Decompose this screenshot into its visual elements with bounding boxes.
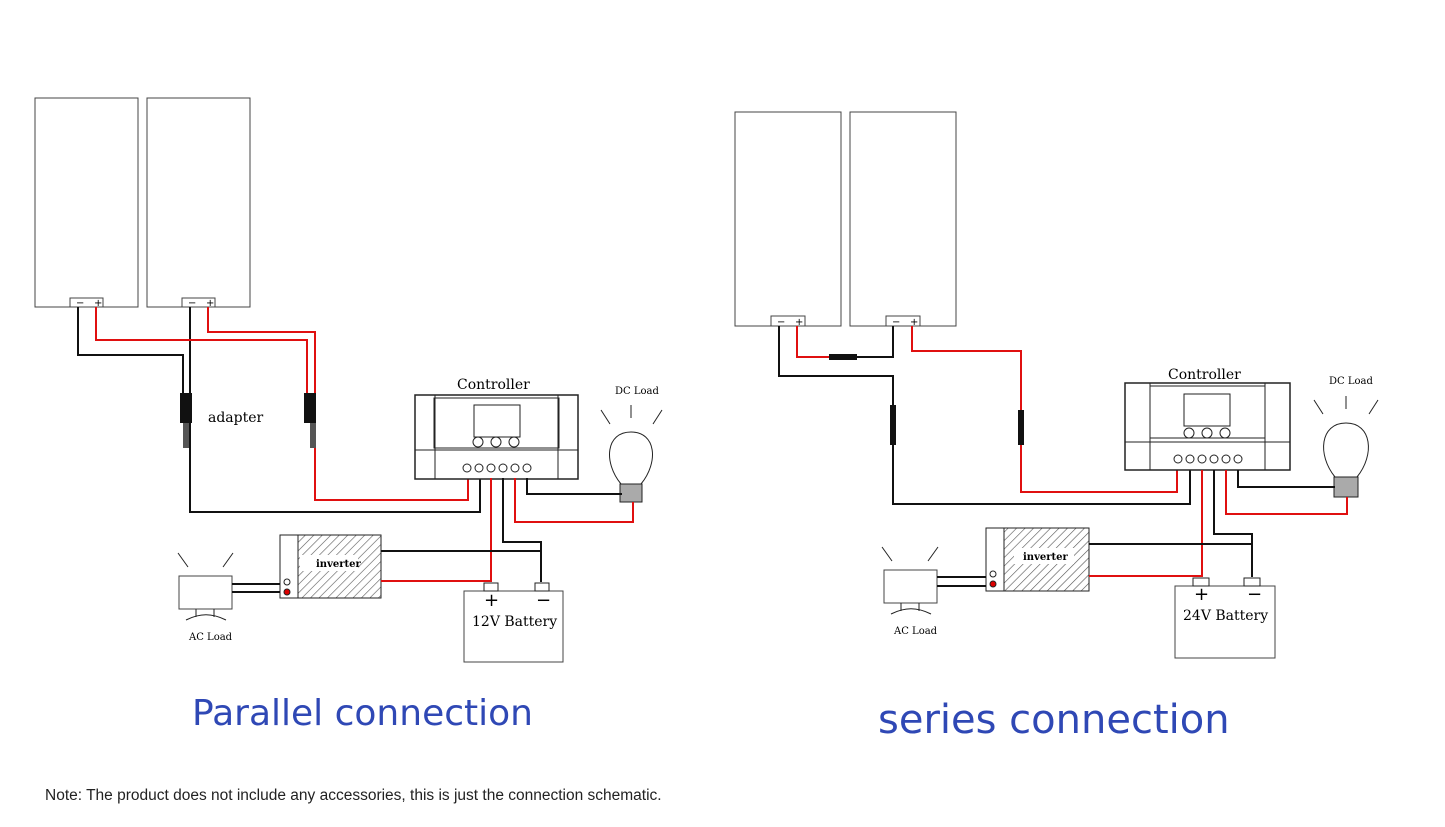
parallel-diagram: − + − + adapter [34, 97, 663, 734]
adapter-label: adapter [208, 410, 264, 426]
mc4-connector-icon [829, 354, 857, 360]
inverter-icon [985, 527, 1090, 592]
controller-icon [414, 394, 579, 480]
adapter-connector-icon [890, 405, 1024, 445]
panel-plus-label: + [795, 317, 803, 328]
battery-plus-label: + [1194, 584, 1209, 605]
adapter-connector-icon [180, 393, 316, 448]
battery-minus-label: − [1247, 584, 1262, 605]
controller-label: Controller [1168, 367, 1241, 383]
solar-panel-icon: − + [734, 111, 842, 328]
panel-minus-label: − [188, 298, 196, 309]
panel-minus-label: − [777, 317, 785, 328]
bulb-icon [1313, 396, 1379, 498]
ac-load-label: AC Load [893, 626, 938, 637]
panel-minus-label: − [76, 298, 84, 309]
ac-load-label: AC Load [188, 632, 233, 643]
inverter-label: inverter [316, 559, 361, 570]
dc-load-label: DC Load [615, 386, 659, 397]
series-caption: series connection [878, 697, 1230, 743]
monitor-icon [881, 546, 939, 615]
dc-load-label: DC Load [1329, 376, 1373, 387]
monitor-icon [177, 552, 234, 621]
panel-minus-label: − [892, 317, 900, 328]
battery-plus-label: + [484, 590, 499, 611]
parallel-caption: Parallel connection [192, 693, 533, 734]
inverter-label: inverter [1023, 552, 1068, 563]
panel-plus-label: + [910, 317, 918, 328]
series-diagram: − + − + [734, 111, 1379, 743]
inverter-icon [279, 534, 382, 599]
battery-label: 24V Battery [1183, 608, 1268, 624]
solar-panel-icon: − + [34, 97, 139, 309]
battery-minus-label: − [536, 590, 551, 611]
battery-label: 12V Battery [472, 614, 557, 630]
solar-panel-icon: − + [849, 111, 957, 328]
disclaimer-note: Note: The product does not include any a… [45, 787, 662, 804]
battery-icon [1174, 577, 1276, 659]
panel-plus-label: + [206, 298, 214, 309]
controller-label: Controller [457, 377, 530, 393]
bulb-icon [600, 405, 663, 503]
solar-panel-icon: − + [146, 97, 251, 309]
panel-plus-label: + [94, 298, 102, 309]
battery-icon [463, 582, 564, 663]
controller-icon [1124, 382, 1291, 471]
